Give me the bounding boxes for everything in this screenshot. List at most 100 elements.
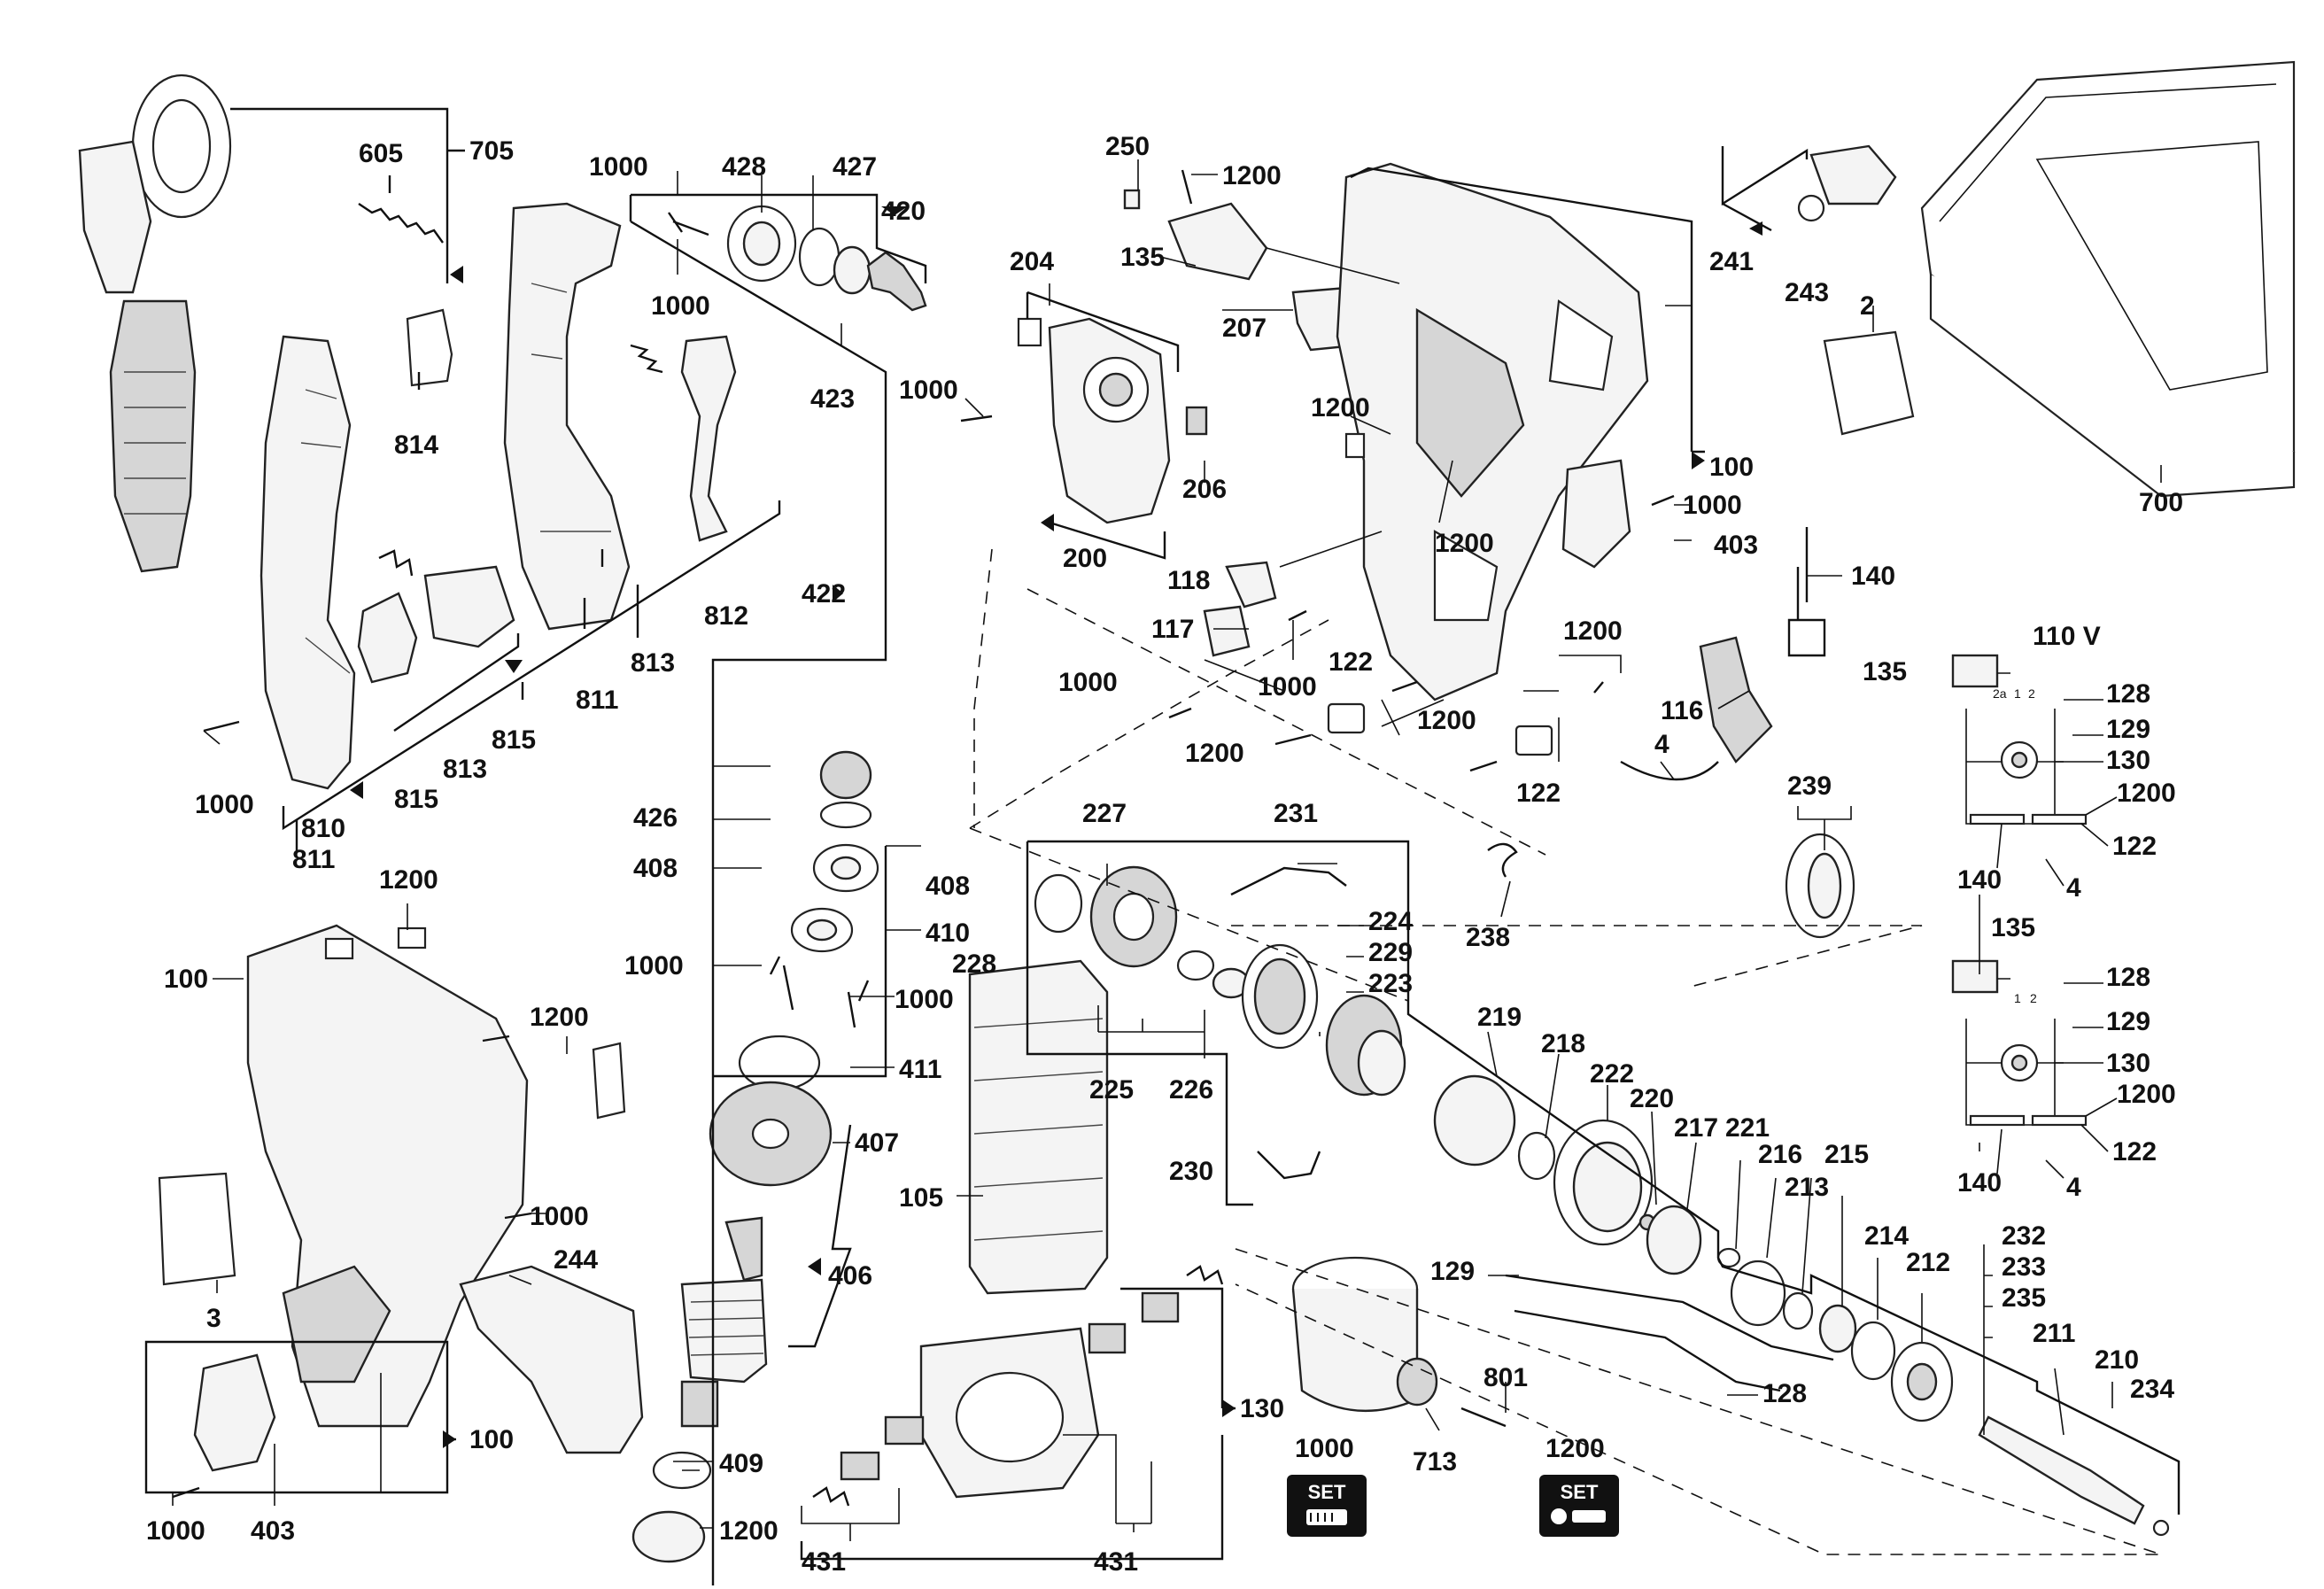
- spring-clip-231-part: [1230, 866, 1347, 896]
- callout-239: 239: [1787, 771, 1832, 801]
- ring-234-part: [2152, 1519, 2170, 1537]
- callout-1000: 1000: [146, 1516, 205, 1546]
- callout-243: 243: [1785, 278, 1829, 307]
- callout-110v: 110 V: [2033, 622, 2101, 651]
- clutch-217-part: [1646, 1205, 1702, 1275]
- battery-cover-244-part: [459, 1265, 644, 1454]
- brush-431-left-part: [840, 1451, 880, 1481]
- callout-1200: 1200: [2117, 1080, 2176, 1109]
- callout-122: 122: [1329, 647, 1373, 677]
- side-handle-part: [78, 74, 232, 573]
- switch-135-part: [1167, 202, 1268, 281]
- callout-1000: 1000: [1258, 672, 1317, 701]
- cover-403-lower-part: [193, 1353, 276, 1472]
- switch-815-part: [357, 592, 418, 684]
- callout-235: 235: [2002, 1283, 2046, 1313]
- callout-411: 411: [899, 1055, 941, 1084]
- callout-801: 801: [1483, 1363, 1528, 1392]
- callout-2: 2: [1860, 291, 1875, 321]
- callout-428: 428: [722, 152, 766, 182]
- callout-128: 128: [1762, 1379, 1807, 1408]
- callout-118: 118: [1167, 566, 1210, 595]
- callout-221: 221: [1725, 1113, 1770, 1143]
- terminal-122-lower-part: [1514, 725, 1553, 756]
- callout-207: 207: [1222, 314, 1267, 343]
- strip-129-part: [1505, 1274, 1834, 1361]
- callout-230: 230: [1169, 1157, 1213, 1186]
- callout-410: 410: [926, 919, 970, 948]
- callout-200: 200: [1063, 544, 1107, 573]
- terminal-label-1-upper: 1: [2014, 686, 2021, 701]
- callout-1000: 1000: [1295, 1434, 1354, 1463]
- gear-426-part: [819, 750, 872, 800]
- switch-circuit-230v: [1951, 959, 2088, 1127]
- callout-1200: 1200: [1563, 616, 1623, 646]
- screw-801-part: [1460, 1407, 1507, 1428]
- spring-clip-230-part: [1257, 1151, 1321, 1180]
- callout-1000: 1000: [195, 790, 254, 819]
- screw-1000-part: [668, 212, 709, 236]
- callout-206: 206: [1182, 475, 1227, 504]
- callout-250: 250: [1105, 132, 1150, 161]
- part-drawings: [78, 60, 2296, 1563]
- callout-422: 422: [802, 579, 846, 608]
- callout-232: 232: [2002, 1221, 2046, 1251]
- callout-135: 135: [1991, 913, 2035, 942]
- callout-1000: 1000: [651, 291, 710, 321]
- washer-426-part: [819, 801, 872, 829]
- callout-215: 215: [1824, 1140, 1869, 1169]
- housing-100-part: [1336, 162, 1649, 701]
- ring-243-part: [1797, 194, 1825, 222]
- callout-210: 210: [2095, 1345, 2139, 1375]
- callout-423: 423: [810, 384, 855, 414]
- callout-403: 403: [1714, 531, 1758, 560]
- callout-225: 225: [1089, 1075, 1134, 1105]
- spring-815-part: [378, 549, 414, 577]
- callout-4: 4: [2066, 873, 2081, 903]
- callout-122: 122: [2112, 1137, 2157, 1167]
- case-700-part: [1920, 60, 2296, 498]
- callout-244: 244: [554, 1245, 598, 1275]
- bearing-423-part: [833, 245, 872, 295]
- spring-605-part: [358, 203, 444, 244]
- callout-219: 219: [1477, 1003, 1522, 1032]
- callout-1000: 1000: [895, 985, 954, 1014]
- callout-1000: 1000: [624, 951, 684, 981]
- callout-1200: 1200: [719, 1516, 779, 1546]
- bracket-118-part: [1225, 561, 1277, 608]
- callout-426: 426: [633, 803, 678, 833]
- housing-100-lower-part: [246, 924, 529, 1428]
- callout-231: 231: [1274, 799, 1318, 828]
- terminal-label-2a: 2a: [1993, 686, 2007, 701]
- terminal-label-1-lower: 1: [2014, 991, 2021, 1005]
- callout-420: 420: [881, 197, 926, 226]
- washer-214-part: [1850, 1321, 1896, 1381]
- callout-116: 116: [1661, 696, 1703, 725]
- callout-211: 211: [2033, 1319, 2075, 1348]
- callout-1200: 1200: [1311, 393, 1370, 422]
- callout-1200: 1200: [1185, 739, 1244, 768]
- callout-217: 217: [1674, 1113, 1718, 1143]
- screw-1200-top-part: [1181, 169, 1193, 205]
- strip-128-part: [1514, 1309, 1781, 1392]
- callout-128: 128: [2106, 679, 2150, 709]
- callout-1000: 1000: [530, 1202, 589, 1231]
- callout-117: 117: [1151, 615, 1194, 644]
- group-arrows: [350, 206, 1762, 1448]
- cord-guard-116-part: [1699, 636, 1773, 763]
- callout-216: 216: [1758, 1140, 1802, 1169]
- callout-811: 811: [292, 845, 335, 874]
- callout-241: 241: [1709, 247, 1754, 276]
- callout-234: 234: [2130, 1375, 2174, 1404]
- callout-812: 812: [704, 601, 748, 631]
- callout-3: 3: [206, 1304, 221, 1333]
- callout-1200: 1200: [1435, 529, 1494, 558]
- callout-labels: 605 705 814 812 811 813 815 813 815 810 …: [146, 132, 2183, 1577]
- clip-814-part: [406, 308, 453, 387]
- callout-1200: 1200: [1545, 1434, 1605, 1463]
- callout-431: 431: [1094, 1547, 1138, 1577]
- callout-1000: 1000: [1683, 491, 1742, 520]
- callout-135: 135: [1863, 657, 1907, 686]
- callout-431: 431: [802, 1547, 846, 1577]
- trigger-812-part: [680, 335, 737, 542]
